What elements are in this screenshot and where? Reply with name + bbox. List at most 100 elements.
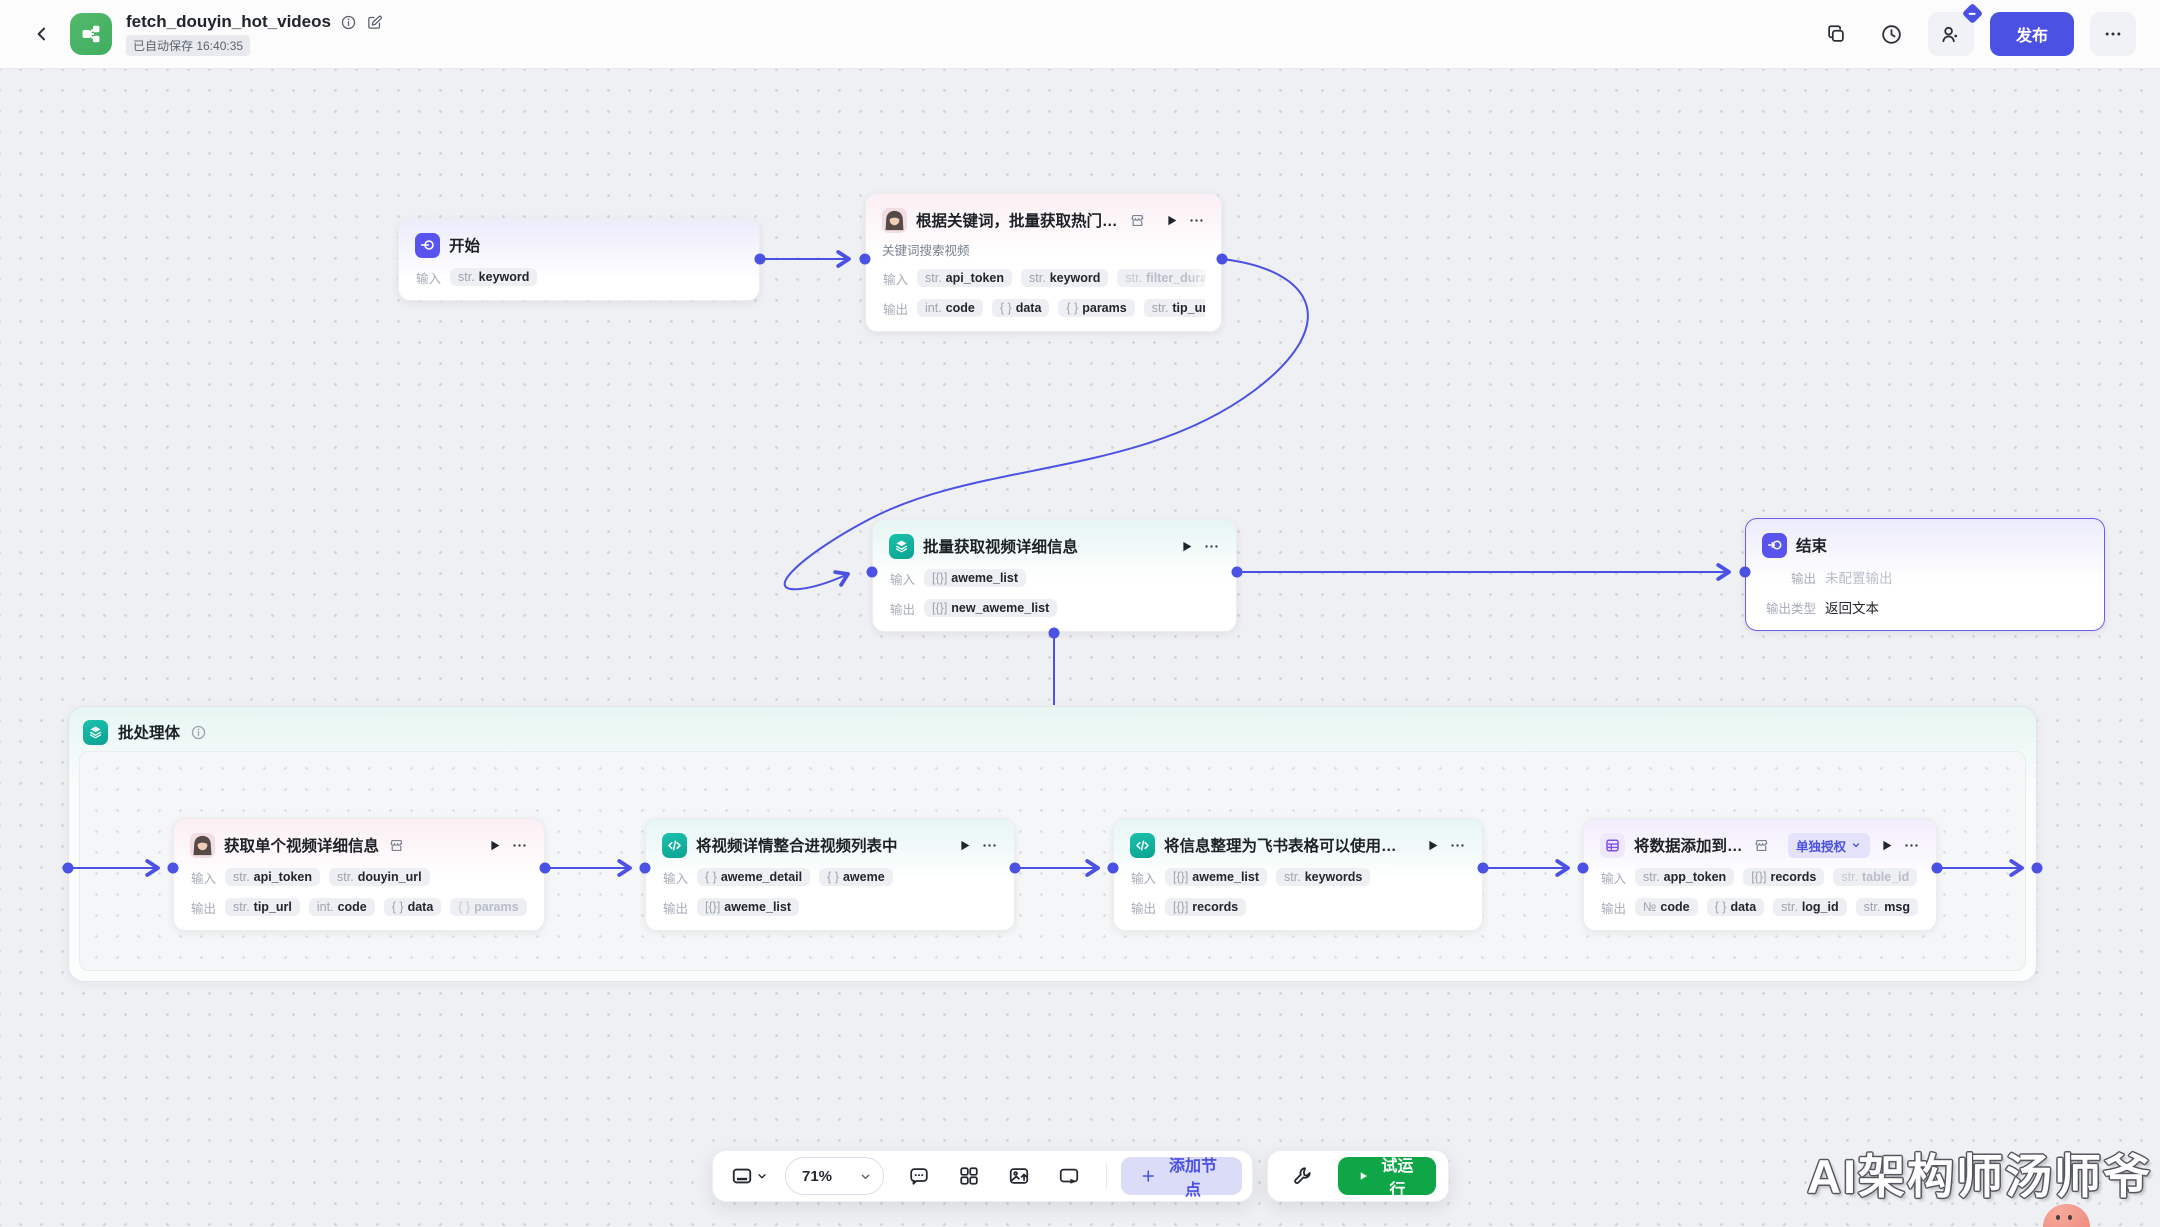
add-node-button[interactable]: 添加节点 bbox=[1121, 1157, 1242, 1199]
param-row-label: 输出 bbox=[1600, 901, 1626, 916]
param-row: 输入{ }aweme_detail{ }aweme bbox=[662, 866, 998, 888]
connection-port[interactable] bbox=[1216, 253, 1228, 265]
run-node-button[interactable] bbox=[1879, 838, 1894, 853]
param-pill: str.api_token bbox=[225, 868, 321, 886]
auth-badge[interactable]: 单独授权 bbox=[1787, 832, 1870, 858]
run-node-button[interactable] bbox=[1179, 539, 1194, 554]
connection-port[interactable] bbox=[866, 566, 878, 578]
export-image-button[interactable] bbox=[996, 1157, 1042, 1195]
test-run-button[interactable]: 试运行 bbox=[1338, 1157, 1436, 1199]
node-header: 将视频详情整合进视频列表中 bbox=[662, 832, 998, 858]
layers-icon bbox=[889, 533, 914, 559]
store-icon bbox=[1753, 837, 1770, 854]
param-type: str. bbox=[1841, 870, 1859, 884]
node-more-button[interactable] bbox=[1203, 538, 1220, 555]
node-end[interactable]: 结束输出未配置输出输出类型返回文本 bbox=[1745, 518, 2105, 631]
run-node-button[interactable] bbox=[957, 838, 972, 853]
workflow-app-icon bbox=[70, 13, 112, 55]
frame-tool-button[interactable] bbox=[1046, 1157, 1092, 1195]
node-title: 结束 bbox=[1796, 538, 1828, 555]
param-pill: str.app_token bbox=[1635, 868, 1735, 886]
connection-port[interactable] bbox=[167, 862, 179, 874]
param-pill: [{}]records bbox=[1165, 898, 1247, 916]
param-pill: str.keywords bbox=[1276, 868, 1371, 886]
connection-port[interactable] bbox=[754, 253, 766, 265]
param-name: code bbox=[1660, 900, 1690, 914]
connection-port[interactable] bbox=[1739, 566, 1751, 578]
connection-port[interactable] bbox=[1577, 862, 1589, 874]
back-button[interactable] bbox=[24, 16, 60, 52]
edit-icon[interactable] bbox=[366, 14, 383, 31]
info-icon[interactable] bbox=[340, 14, 357, 31]
comment-button[interactable] bbox=[896, 1157, 942, 1195]
collaborators-button[interactable] bbox=[1927, 2, 1984, 56]
param-name: keywords bbox=[1304, 870, 1363, 884]
collab-badge bbox=[1961, 2, 1984, 25]
param-row-label: 输出 bbox=[889, 602, 915, 617]
param-type: { } bbox=[999, 301, 1012, 315]
wrench-icon[interactable] bbox=[1280, 1157, 1326, 1195]
node-more-button[interactable] bbox=[1449, 837, 1466, 854]
connection-port[interactable] bbox=[859, 253, 871, 265]
param-row: 输出未配置输出 bbox=[1762, 566, 2088, 588]
param-pill: [{}]aweme_list bbox=[697, 898, 800, 916]
node-more-button[interactable] bbox=[1188, 212, 1205, 229]
param-name: tip_url bbox=[253, 900, 292, 914]
components-grid-button[interactable] bbox=[946, 1157, 992, 1195]
param-name: records bbox=[1192, 900, 1239, 914]
param-type: { } bbox=[1714, 900, 1727, 914]
node-title: 将视频详情整合进视频列表中 bbox=[696, 838, 898, 855]
param-name: code bbox=[945, 301, 975, 315]
autosave-badge: 已自动保存 16:40:35 bbox=[126, 35, 251, 56]
run-node-button[interactable] bbox=[1425, 838, 1440, 853]
node-b4[interactable]: 将数据添加到多维…单独授权输入str.app_token[{}]recordss… bbox=[1583, 818, 1937, 931]
run-node-button[interactable] bbox=[487, 838, 502, 853]
zoom-value: 71% bbox=[802, 1167, 833, 1185]
node-more-button[interactable] bbox=[511, 837, 528, 854]
interaction-mode-button[interactable] bbox=[727, 1157, 773, 1195]
node-title: 开始 bbox=[449, 238, 481, 255]
param-type: str. bbox=[233, 900, 250, 914]
history-icon[interactable] bbox=[1872, 14, 1912, 54]
connection-port[interactable] bbox=[539, 862, 551, 874]
more-menu-button[interactable] bbox=[2090, 12, 2136, 56]
param-row-label: 输出 bbox=[1790, 571, 1816, 586]
param-name: app_token bbox=[1663, 870, 1727, 884]
param-name: params bbox=[474, 900, 519, 914]
connection-port[interactable] bbox=[1477, 862, 1489, 874]
connection-port[interactable] bbox=[1009, 862, 1021, 874]
param-type: [{}] bbox=[1751, 870, 1767, 884]
param-row-label: 输出类型 bbox=[1765, 601, 1816, 616]
param-pill: str.filter_durati bbox=[1117, 269, 1205, 287]
zoom-select[interactable]: 71% bbox=[785, 1157, 885, 1195]
connection-port[interactable] bbox=[1048, 627, 1060, 639]
param-row-label: 输入 bbox=[1130, 871, 1156, 886]
info-icon[interactable] bbox=[190, 724, 207, 741]
connection-port[interactable] bbox=[62, 862, 74, 874]
connection-port[interactable] bbox=[1931, 862, 1943, 874]
node-more-button[interactable] bbox=[1903, 837, 1920, 854]
connection-port[interactable] bbox=[639, 862, 651, 874]
param-pill: int.code bbox=[917, 299, 983, 317]
connection-port[interactable] bbox=[2031, 862, 2043, 874]
start-icon bbox=[415, 232, 440, 258]
publish-button[interactable]: 发布 bbox=[1989, 12, 2074, 56]
connection-port[interactable] bbox=[1107, 862, 1119, 874]
connection-port[interactable] bbox=[1231, 566, 1243, 578]
run-node-button[interactable] bbox=[1164, 213, 1179, 228]
node-more-button[interactable] bbox=[981, 837, 998, 854]
chevron-down-icon bbox=[1850, 839, 1862, 851]
param-pill: [{}]records bbox=[1743, 868, 1825, 886]
param-row-label: 输入 bbox=[882, 272, 908, 287]
param-pill: str.api_token bbox=[917, 269, 1013, 287]
duplicate-icon[interactable] bbox=[1816, 14, 1856, 54]
